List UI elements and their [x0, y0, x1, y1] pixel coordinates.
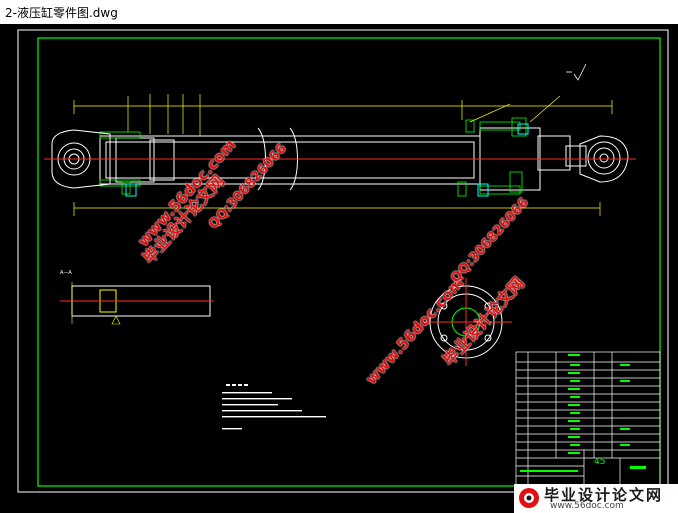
roughness-symbol [566, 63, 587, 81]
flange-detail [420, 278, 512, 366]
logo-icon [519, 488, 539, 508]
right-clevis-eye [579, 135, 629, 183]
section-hatching [99, 117, 527, 197]
cad-drawing: A—A [17, 29, 669, 493]
title-block [515, 351, 661, 487]
technical-notes [222, 384, 326, 430]
logo-url: www.56doc.com [550, 501, 624, 511]
cad-viewport[interactable]: A—A [0, 24, 678, 513]
outer-frame [17, 29, 669, 493]
cylinder-body [99, 127, 587, 191]
svg-text:A—A: A—A [60, 270, 72, 276]
detail-view-left: A—A [60, 270, 214, 325]
site-logo: 毕业设计论文网 www.56doc.com [514, 484, 678, 513]
inner-frame [37, 37, 661, 487]
title-block-labels [520, 354, 646, 472]
logo-brand: 毕业设计论文网 [544, 486, 664, 504]
window-title: 2-液压缸零件图.dwg [5, 6, 118, 20]
oil-ports [125, 123, 529, 197]
window-title-bar: 2-液压缸零件图.dwg [0, 0, 678, 24]
dimension-lines [73, 94, 613, 216]
title-block-number: 45 [594, 457, 605, 467]
